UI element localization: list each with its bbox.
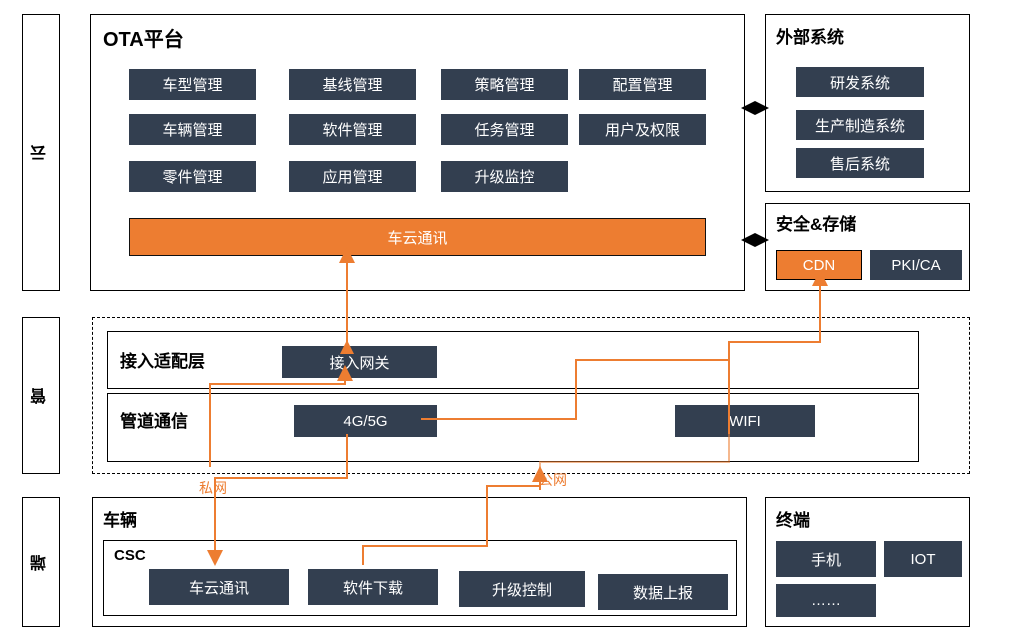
chip-aftersales-system[interactable]: 售后系统 <box>796 148 924 178</box>
panel-title-security-storage: 安全&存储 <box>776 215 857 234</box>
layer-label-cloud: 云 <box>32 144 49 161</box>
chip-pki-ca[interactable]: PKI/CA <box>870 250 962 280</box>
panel-vehicle: 车辆 CSC 车云通讯 软件下载 升级控制 数据上报 <box>92 497 747 627</box>
panel-title-external-systems: 外部系统 <box>776 28 844 47</box>
chip-cdn[interactable]: CDN <box>776 250 862 280</box>
subpanel-title-access-adaptation: 接入适配层 <box>120 352 205 371</box>
chip-task-mgmt[interactable]: 任务管理 <box>441 114 568 145</box>
panel-terminal: 终端 手机 IOT …… <box>765 497 970 627</box>
chip-parts-mgmt[interactable]: 零件管理 <box>129 161 256 192</box>
chip-csc-upgrade-control[interactable]: 升级控制 <box>459 571 585 607</box>
layer-spine-terminal: 端 <box>22 497 60 627</box>
chip-application-mgmt[interactable]: 应用管理 <box>289 161 416 192</box>
chip-manufacturing-system[interactable]: 生产制造系统 <box>796 110 924 140</box>
chip-vehicle-model-mgmt[interactable]: 车型管理 <box>129 69 256 100</box>
chip-vehicle-cloud-communication-bus[interactable]: 车云通讯 <box>129 218 706 256</box>
chip-wifi[interactable]: WIFI <box>675 405 815 437</box>
chip-vehicle-mgmt[interactable]: 车辆管理 <box>129 114 256 145</box>
panel-ota-platform: OTA平台 车型管理 基线管理 策略管理 配置管理 车辆管理 软件管理 任务管理… <box>90 14 745 291</box>
panel-external-systems: 外部系统 研发系统 生产制造系统 售后系统 <box>765 14 970 192</box>
layer-label-pipe: 管 <box>32 387 49 404</box>
layer-label-terminal: 端 <box>32 553 49 571</box>
panel-title-vehicle: 车辆 <box>103 511 137 530</box>
subpanel-access-adaptation: 接入适配层 接入网关 <box>107 331 919 389</box>
subpanel-title-csc: CSC <box>114 547 146 564</box>
layer-spine-pipe: 管 <box>22 317 60 474</box>
chip-mobile-phone[interactable]: 手机 <box>776 541 876 577</box>
chip-upgrade-monitor[interactable]: 升级监控 <box>441 161 568 192</box>
subpanel-title-pipe-communication: 管道通信 <box>120 412 188 431</box>
chip-baseline-mgmt[interactable]: 基线管理 <box>289 69 416 100</box>
layer-spine-cloud: 云 <box>22 14 60 291</box>
panel-title-ota: OTA平台 <box>103 29 184 51</box>
panel-security-storage: 安全&存储 CDN PKI/CA <box>765 203 970 291</box>
chip-csc-data-report[interactable]: 数据上报 <box>598 574 728 610</box>
chip-ellipsis[interactable]: …… <box>776 584 876 617</box>
panel-pipe-layer: 接入适配层 接入网关 管道通信 4G/5G WIFI <box>92 317 970 474</box>
subpanel-csc: CSC 车云通讯 软件下载 升级控制 数据上报 <box>103 540 737 616</box>
panel-title-terminal: 终端 <box>776 511 810 530</box>
chip-policy-mgmt[interactable]: 策略管理 <box>441 69 568 100</box>
subpanel-pipe-communication: 管道通信 4G/5G WIFI <box>107 393 919 462</box>
chip-csc-software-download[interactable]: 软件下载 <box>308 569 438 605</box>
chip-iot[interactable]: IOT <box>884 541 962 577</box>
wire-label-public-network: 公网 <box>539 472 567 488</box>
chip-csc-vehicle-cloud-comm[interactable]: 车云通讯 <box>149 569 289 605</box>
chip-access-gateway[interactable]: 接入网关 <box>282 346 437 378</box>
chip-config-mgmt[interactable]: 配置管理 <box>579 69 706 100</box>
chip-software-mgmt[interactable]: 软件管理 <box>289 114 416 145</box>
chip-4g-5g[interactable]: 4G/5G <box>294 405 437 437</box>
wire-label-private-network: 私网 <box>199 480 227 496</box>
chip-user-and-permission[interactable]: 用户及权限 <box>579 114 706 145</box>
chip-rd-system[interactable]: 研发系统 <box>796 67 924 97</box>
